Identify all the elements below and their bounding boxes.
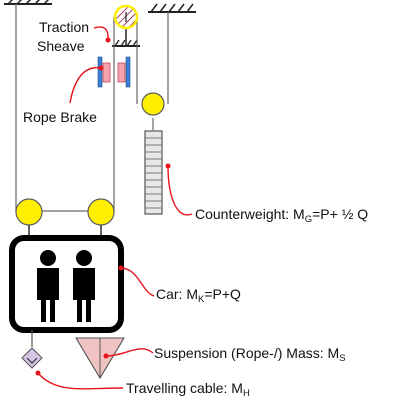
leader-dots (35, 37, 171, 376)
car-label: Car: MK=P+Q (156, 286, 241, 305)
rope-brake-label: Rope Brake (23, 109, 97, 125)
person-silhouette-icon (37, 250, 95, 322)
counterweight-label: Counterweight: MG=P+ ½ Q (195, 206, 368, 225)
traveling-cable-icon (21, 347, 43, 369)
traction-sheave-label: Traction (39, 19, 89, 35)
leader-lines (37, 26, 193, 390)
counterweight-block (144, 130, 163, 215)
traction-sheave-label-2: Sheave (37, 38, 85, 54)
travelling-cable-label: Travelling cable: MH (126, 380, 250, 399)
counterweight-pulley-icon (141, 92, 165, 116)
ceiling-right (148, 3, 196, 13)
car-pulley-right-icon (87, 198, 115, 226)
sheave-mount (112, 28, 140, 47)
car-box (9, 235, 124, 333)
car-pulley-left-icon (15, 198, 43, 226)
suspension-mass-icon (75, 337, 125, 380)
suspension-label: Suspension (Rope-/) Mass: MS (154, 345, 346, 364)
ceiling-left (4, 0, 52, 5)
ropes (15, 4, 169, 212)
rope-brake-icon (97, 56, 131, 88)
